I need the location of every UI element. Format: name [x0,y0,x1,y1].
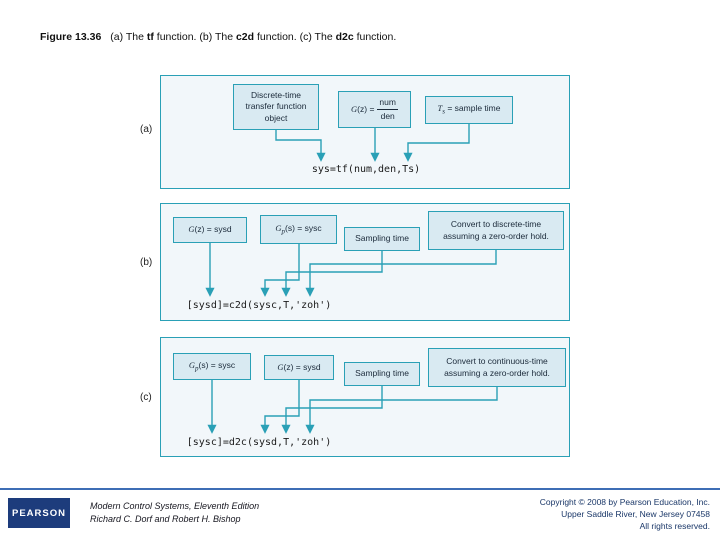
box-text: = sample time [444,103,501,114]
box-text: G(z) = sysd [277,362,320,373]
copyright-line: Upper Saddle River, New Jersey 07458 [561,509,710,519]
book-title: Modern Control Systems, Eleventh Edition [90,501,260,511]
box-text: G(z) = [351,104,374,115]
panel-b-arrows [205,243,497,297]
g-variable: G [351,103,358,114]
box-text: Sampling time [355,233,409,244]
panel-label-a: (a) [140,124,153,135]
box-text: (z) = sysd [283,361,321,372]
panel-label-b: (b) [140,257,153,268]
box-text: (z) = [357,103,375,114]
tf-function-name: tf [146,31,154,43]
c2d-formula: [sysd]=c2d(sysc,T,'zoh') [186,300,332,311]
box-text: G(z) = sysd [188,224,231,235]
caption-text: function. (c) The [254,31,336,43]
g-variable: G [188,359,196,370]
zoh-discrete-convert-box: Convert to discrete-time assuming a zero… [428,211,564,250]
gz-sysd-box: G(z) = sysd [264,355,334,380]
figure-caption: Figure 13.36 (a) The tf function. (b) The… [40,31,396,43]
d2c-function-name: d2c [335,31,354,43]
panel-c-arrows [207,380,498,434]
caption-text: function. (b) The [153,31,236,43]
pearson-logo: PEARSON [8,498,70,528]
box-text: Convert to discrete-time assuming a zero… [443,219,549,241]
box-text: Convert to continuous-time assuming a ze… [444,356,550,378]
arrow-connector [260,380,300,434]
panel-a-arrows [275,124,470,162]
sampling-time-box: Sampling time [344,362,420,386]
box-text: Gp(s) = sysc [275,223,321,237]
box-text: (s) = sysc [198,359,236,370]
box-text: Discrete-time transfer function object [245,90,307,123]
g-variable: G [188,224,195,235]
zoh-continuous-convert-box: Convert to continuous-time assuming a ze… [428,348,566,387]
arrow-connector [260,244,300,297]
c2d-function-name: c2d [235,31,255,43]
panel-c: Gp(s) = sysc G(z) = sysd Sampling time C… [160,337,570,457]
gps-sysc-box: Gp(s) = sysc [173,353,251,380]
arrow-connector [305,250,497,297]
arrow-connector [305,387,498,434]
footer: PEARSON Modern Control Systems, Eleventh… [0,488,720,540]
caption-text: (a) The [110,31,147,43]
box-text: (z) = sysd [194,224,232,235]
g-variable: G [277,361,284,372]
panel-label-c: (c) [140,392,152,403]
d2c-formula: [sysc]=d2c(sysd,T,'zoh') [186,437,332,448]
numerator: num [377,97,398,110]
panel-a: Discrete-time transfer function object G… [160,75,570,189]
g-subscript: p [281,227,286,236]
sampling-time-box: Sampling time [344,227,420,251]
box-text: Sampling time [355,368,409,379]
book-info: Modern Control Systems, Eleventh Edition… [90,500,259,526]
copyright-block: Copyright © 2008 by Pearson Education, I… [540,496,710,532]
tf-formula: sys=tf(num,den,Ts) [311,164,421,175]
arrow-connector [403,124,470,162]
box-text: Ts = sample time [438,103,501,117]
caption-text: function. [353,31,397,43]
denominator: den [380,111,395,121]
gps-sysc-box: Gp(s) = sysc [260,215,337,244]
gz-sysd-box: G(z) = sysd [173,217,247,243]
box-text: Gp(s) = sysc [189,360,235,374]
copyright-line: Copyright © 2008 by Pearson Education, I… [539,497,710,507]
figure-number: Figure 13.36 [40,31,102,43]
panel-b: G(z) = sysd Gp(s) = sysc Sampling time C… [160,203,570,321]
sample-time-box: Ts = sample time [425,96,513,124]
g-subscript: p [195,364,199,373]
discrete-tf-object-box: Discrete-time transfer function object [233,84,319,130]
arrow-connector [281,251,383,297]
copyright-line: All rights reserved. [639,521,710,531]
t-variable: T [437,103,443,114]
box-text: (s) = sysc [285,222,322,233]
g-variable: G [275,222,282,233]
arrow-connector [281,386,383,434]
t-subscript: s [442,107,445,116]
arrow-connector [275,130,326,162]
book-authors: Richard C. Dorf and Robert H. Bishop [90,514,241,524]
